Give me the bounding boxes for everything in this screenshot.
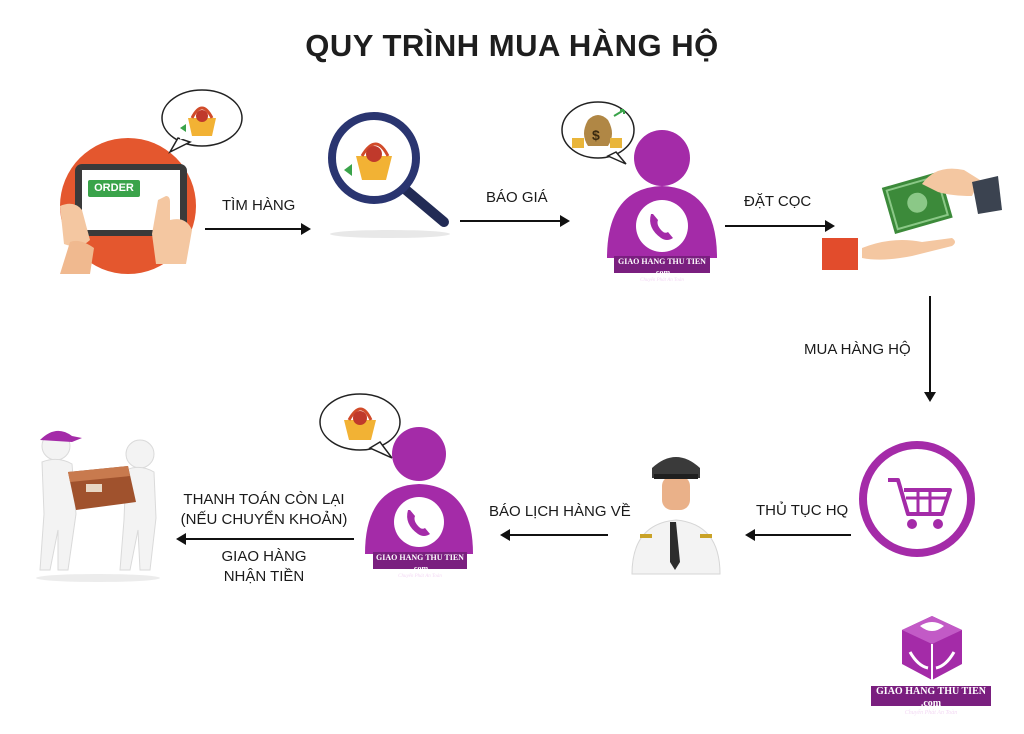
arrow-thanh-toan bbox=[176, 533, 354, 545]
step-label-giao-hang-line1: GIAO HÀNG bbox=[221, 548, 307, 565]
arrow-mua-hang-ho bbox=[924, 296, 936, 402]
step-label-giao-hang: GIAO HÀNG NHẬN TIỀN bbox=[176, 547, 352, 587]
step-label-thanh-toan: THANH TOÁN CÒN LẠI (NẾU CHUYỂN KHOẢN) bbox=[176, 490, 352, 530]
purple-operator-illustration-2 bbox=[363, 426, 475, 556]
magnifier-search-illustration bbox=[320, 110, 460, 240]
brand-logo-text: GIAO HANG THU TIEN .com Chuyển Phát An T… bbox=[871, 686, 991, 716]
shopping-cart-icon bbox=[858, 440, 976, 558]
arrow-thu-tuc-hq bbox=[745, 529, 851, 541]
step-label-thanh-toan-line1: THANH TOÁN CÒN LẠI bbox=[183, 491, 345, 508]
brand-logo-cube bbox=[896, 612, 968, 684]
order-button: ORDER bbox=[88, 180, 140, 197]
step-label-giao-hang-line2: NHẬN TIỀN bbox=[223, 568, 305, 585]
step-label-bao-gia: BÁO GIÁ bbox=[486, 189, 548, 206]
customs-officer-illustration bbox=[626, 446, 726, 576]
basket-thought-bubble-2 bbox=[316, 392, 406, 462]
brand-badge-2-tagline: Chuyển Phát An Toàn bbox=[398, 574, 442, 579]
page-title: QUY TRÌNH MUA HÀNG HỘ bbox=[305, 28, 719, 63]
brand-badge-2: GIAO HANG THU TIEN .com Chuyển Phát An T… bbox=[373, 552, 467, 579]
step-label-thanh-toan-line2: (NẾU CHUYỂN KHOẢN) bbox=[180, 511, 348, 528]
money-thought-bubble: $ bbox=[558, 100, 638, 166]
brand-logo-name: GIAO HANG THU TIEN .com bbox=[876, 686, 986, 709]
step-label-bao-lich-hang-ve: BÁO LỊCH HÀNG VỀ bbox=[489, 503, 631, 520]
arrow-bao-gia bbox=[460, 215, 570, 227]
arrow-bao-lich-hang-ve bbox=[500, 529, 608, 541]
brand-badge-tagline: Chuyển Phát An Toàn bbox=[640, 278, 684, 283]
arrow-tim-hang bbox=[205, 223, 311, 235]
step-label-mua-hang-ho: MUA HÀNG HỘ bbox=[804, 341, 911, 358]
step-label-dat-coc: ĐẶT CỌC bbox=[744, 193, 812, 210]
brand-badge-name: GIAO HANG THU TIEN .com bbox=[618, 257, 706, 277]
purple-operator-illustration bbox=[605, 128, 719, 260]
basket-thought-bubble bbox=[158, 88, 248, 156]
arrow-dat-coc bbox=[725, 220, 835, 232]
step-label-tim-hang: TÌM HÀNG bbox=[222, 197, 296, 214]
svg-text:$: $ bbox=[592, 127, 600, 143]
money-handover-illustration bbox=[818, 150, 1008, 275]
delivery-people-illustration bbox=[22, 424, 174, 584]
brand-badge: GIAO HANG THU TIEN .com Chuyển Phát An T… bbox=[614, 256, 710, 283]
brand-logo-tagline: Chuyển Phát An Toàn bbox=[904, 710, 958, 716]
step-label-thu-tuc-hq: THỦ TỤC HQ bbox=[756, 502, 849, 519]
brand-badge-2-name: GIAO HANG THU TIEN .com bbox=[376, 553, 464, 573]
